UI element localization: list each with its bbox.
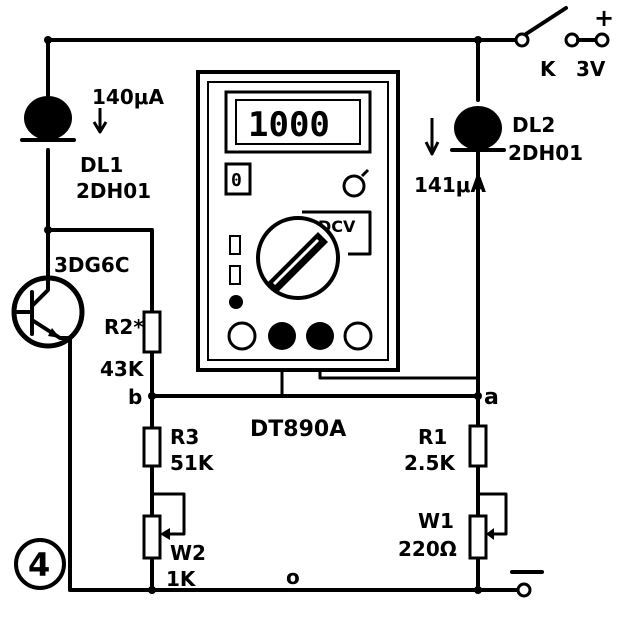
- meter-jack-v: [306, 322, 334, 350]
- w1-value: 220Ω: [398, 537, 457, 561]
- junction-b: [148, 392, 156, 400]
- r1-value: 2.5K: [404, 451, 456, 475]
- supply-voltage: 3V: [576, 57, 606, 81]
- supply-positive-terminal: [594, 32, 610, 48]
- r2-value: 43K: [100, 357, 145, 381]
- w2-potentiometer-icon: [142, 514, 162, 560]
- figure-number-badge: 4: [14, 538, 66, 590]
- led2-icon: [450, 106, 506, 152]
- led2-current: 141μA: [414, 173, 486, 197]
- r2-name: R2*: [104, 315, 144, 339]
- w2-wiper-wire: [152, 492, 186, 536]
- junction-top-left: [44, 36, 52, 44]
- junction-a: [474, 392, 482, 400]
- w2-name: W2: [170, 541, 206, 565]
- switch-label: K: [540, 57, 557, 81]
- led2-current-arrow-icon: [424, 118, 440, 156]
- power-icon: [342, 168, 370, 198]
- meter-hold-key-label: 0: [231, 170, 242, 191]
- meter-side-key-1: [229, 235, 241, 255]
- w1-wiper-arrow-icon: [486, 528, 494, 540]
- node-b: b: [128, 385, 142, 409]
- transistor-icon: [11, 275, 85, 349]
- w1-name: W1: [418, 509, 454, 533]
- led1-current: 140μA: [92, 85, 164, 109]
- supply-plus-symbol: +: [594, 4, 614, 32]
- led1-name: DL1: [80, 153, 123, 177]
- figure-number: 4: [28, 546, 50, 584]
- supply-negative-terminal: [516, 582, 532, 598]
- node-a: a: [484, 385, 499, 410]
- r1-resistor-icon: [468, 424, 488, 468]
- meter-jack-1: [227, 321, 257, 351]
- w1-wiper-wire: [478, 492, 508, 536]
- led2-name: DL2: [512, 113, 555, 137]
- switch-terminal-left: [514, 32, 530, 48]
- led1-current-arrow-icon: [92, 108, 108, 134]
- meter-hold-button: [224, 162, 252, 196]
- r3-value: 51K: [170, 451, 215, 475]
- meter-side-key-2: [229, 265, 241, 285]
- r2-resistor-icon: [142, 310, 162, 354]
- base-bias-wire: [46, 228, 154, 314]
- meter-model: DT890A: [250, 417, 346, 442]
- meter-display-value: 1000: [248, 105, 330, 145]
- meter-indicator-dot: [229, 295, 243, 309]
- multimeter: 1000 0 DCV: [196, 70, 400, 372]
- meter-rotary-dial: [256, 216, 340, 300]
- junction-base: [44, 226, 52, 234]
- junction-top-right: [474, 36, 482, 44]
- led2-part: 2DH01: [508, 141, 583, 165]
- transistor-part: 3DG6C: [54, 253, 130, 277]
- meter-jack-com: [268, 322, 296, 350]
- r3-resistor-icon: [142, 426, 162, 468]
- w2-wiper-arrow-icon: [160, 528, 170, 540]
- w2-value: 1K: [166, 567, 197, 591]
- node-o: o: [286, 565, 300, 589]
- meter-jack-4: [343, 321, 373, 351]
- switch-blade: [524, 6, 568, 36]
- junction-w2-bottom: [148, 586, 156, 594]
- meter-range-bracket: [302, 210, 372, 256]
- w1-potentiometer-icon: [468, 514, 488, 560]
- led1-icon: [20, 96, 76, 142]
- r3-name: R3: [170, 425, 199, 449]
- junction-w1-bottom: [474, 586, 482, 594]
- led1-part: 2DH01: [76, 179, 151, 203]
- r1-name: R1: [418, 425, 447, 449]
